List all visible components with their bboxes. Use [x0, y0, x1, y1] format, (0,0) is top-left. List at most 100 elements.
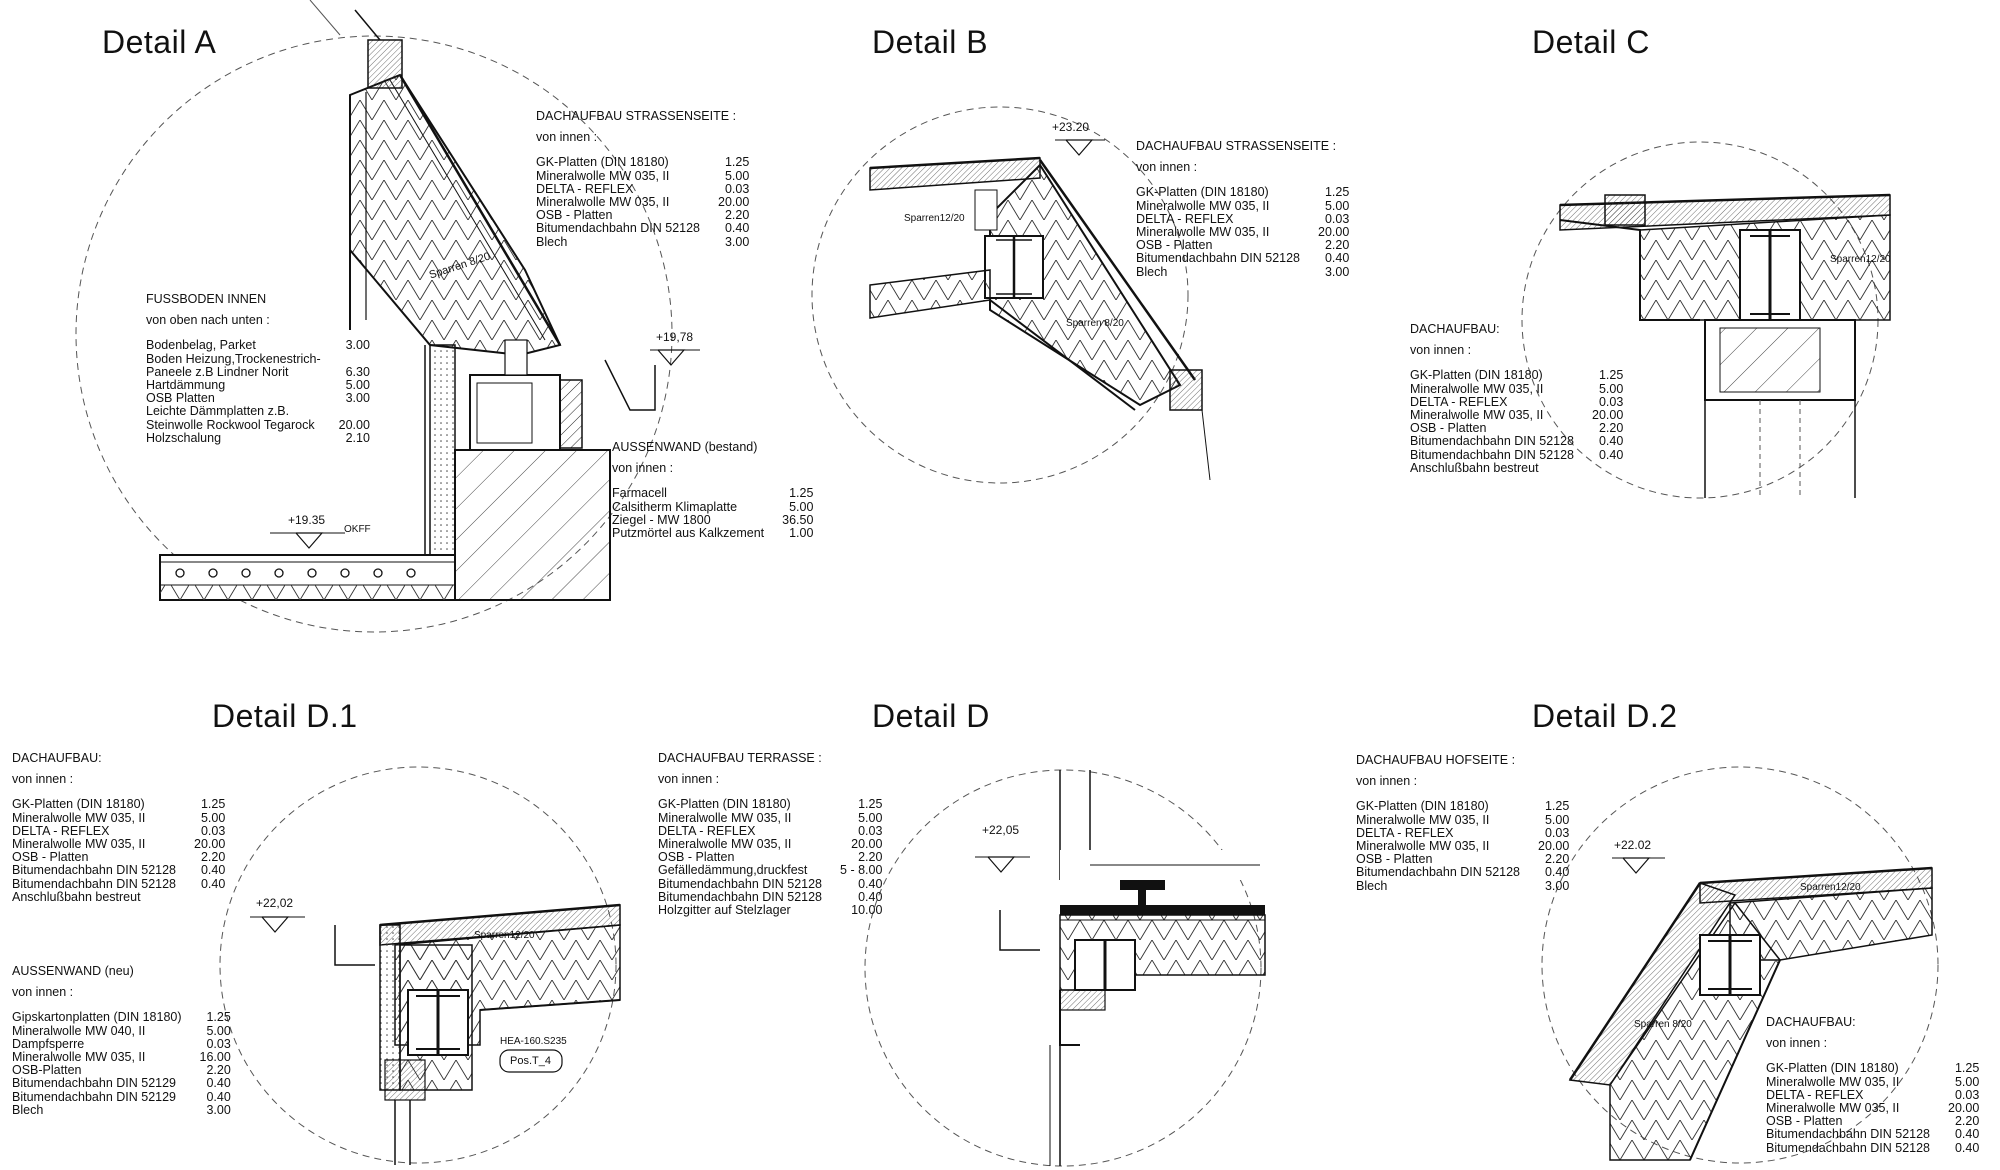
layer-thickness: 5.00: [1598, 381, 1624, 396]
layer-label: Bitumendachbahn DIN 52128: [1356, 865, 1521, 880]
layer-thickness: 0.03: [1954, 1087, 1980, 1102]
detail-d1-wall-legend: AUSSENWAND (neu)von innen :Gipskartonpla…: [12, 964, 231, 1117]
layer-thickness: 3.00: [1544, 878, 1570, 893]
layer-label: GK-Platten (DIN 18180): [1136, 185, 1269, 200]
legend-header: FUSSBODEN INNEN: [146, 292, 267, 306]
detail-d2-title: Detail D.2: [1532, 698, 1678, 734]
layer-label: OSB - Platten: [1766, 1114, 1843, 1129]
detail-a-roof-legend: DACHAUFBAU STRASSENSEITE :von innen :GK-…: [536, 109, 749, 249]
layer-label: OSB-Platten: [12, 1063, 82, 1078]
layer-label: Hartdämmung: [146, 378, 226, 393]
legend-subheader: von innen :: [12, 772, 74, 787]
detail-d-roof-legend: DACHAUFBAU TERRASSE :von innen :GK-Platt…: [658, 751, 882, 917]
layer-thickness: 5.00: [345, 378, 370, 393]
layer-thickness: 0.40: [1544, 865, 1570, 880]
layer-thickness: 0.40: [200, 863, 226, 878]
layer-thickness: 2.10: [345, 430, 370, 445]
legend-row: Paneele z.B Lindner Norit 6.30: [146, 364, 370, 379]
layer-thickness: 20.00: [1592, 408, 1624, 423]
layer-label: Anschlußbahn bestreut: [12, 889, 141, 904]
layer-label: Bitumendachbahn DIN 52129: [12, 1089, 177, 1104]
layer-thickness: 0.40: [1954, 1127, 1980, 1142]
layer-label: Bitumendachbahn DIN 52128: [1136, 251, 1301, 266]
layer-label: Mineralwolle MW 035, II: [1356, 839, 1490, 854]
layer-thickness: 1.25: [1598, 368, 1624, 383]
layer-label: Bitumendachbahn DIN 52128: [1766, 1140, 1931, 1155]
layer-label: Mineralwolle MW 035, II: [12, 837, 146, 852]
layer-thickness: 0.40: [206, 1089, 231, 1104]
layer-label: Mineralwolle MW 035, II: [658, 837, 792, 852]
layer-label: DELTA - REFLEX: [12, 823, 110, 838]
layer-label: Gipskartonplatten (DIN 18180): [12, 1010, 182, 1025]
layer-label: Mineralwolle MW 035, II: [536, 195, 670, 210]
layer-thickness: 1.25: [858, 797, 883, 812]
legend-row: GK-Platten (DIN 18180)1.25: [1410, 369, 1623, 382]
layer-thickness: 5.00: [200, 810, 226, 825]
layer-thickness: 2.20: [200, 850, 226, 865]
layer-thickness: 5.00: [1324, 198, 1350, 213]
layer-thickness: 0.40: [858, 876, 883, 891]
layer-thickness: [321, 405, 370, 418]
detail-c-drawing: [1521, 141, 1891, 499]
layer-label: Gefälledämmung,druckfest: [658, 863, 808, 878]
layer-label: Paneele z.B Lindner Norit: [146, 364, 289, 379]
layer-label: DELTA - REFLEX: [1356, 825, 1454, 840]
layer-thickness: 6.30: [345, 364, 370, 379]
detail-d2-circle: [1541, 766, 1939, 1164]
legend-row: OSB-Platten 2.20: [12, 1064, 231, 1077]
layer-label: OSB - Platten: [1136, 238, 1213, 253]
layer-thickness: 1.00: [789, 526, 814, 541]
layer-label: Mineralwolle MW 035, II: [536, 168, 670, 183]
layer-thickness: 0.03: [200, 823, 226, 838]
layer-thickness: 20.00: [338, 417, 370, 432]
legend-row: GK-Platten (DIN 18180)1.25: [1136, 186, 1349, 199]
layer-label: OSB - Platten: [12, 850, 89, 865]
legend-row: OSB - Platten 2.20: [12, 851, 225, 864]
layer-thickness: 1.25: [789, 486, 814, 501]
layer-thickness: 2.20: [206, 1063, 231, 1078]
layer-label: Bitumendachbahn DIN 52128: [1410, 434, 1575, 449]
layer-label: DELTA - REFLEX: [1766, 1087, 1864, 1102]
legend-header: AUSSENWAND (neu): [12, 964, 134, 978]
detail-d-drawing: [864, 769, 1266, 1167]
layer-thickness: 20.00: [851, 837, 883, 852]
legend-row: Gipskartonplatten (DIN 18180) 1.25: [12, 1011, 231, 1024]
detail-d2-level: +22.02: [1614, 838, 1652, 852]
layer-label: Mineralwolle MW 035, II: [12, 810, 146, 825]
layer-label: Mineralwolle MW 035, II: [12, 1050, 146, 1065]
legend-row: GK-Platten (DIN 18180)1.25: [1766, 1062, 1979, 1075]
layer-label: GK-Platten (DIN 18180): [658, 797, 791, 812]
layer-thickness: 1.25: [206, 1010, 231, 1025]
detail-d1-pos-label: Pos.T_4: [510, 1055, 551, 1067]
layer-label: OSB Platten: [146, 391, 215, 406]
layer-thickness: 5.00: [206, 1023, 231, 1038]
layer-thickness: 0.40: [724, 221, 750, 236]
layer-thickness: 2.20: [858, 850, 883, 865]
layer-label: Farmacell: [612, 486, 667, 501]
detail-d1-sparren: Sparren12/20: [474, 930, 535, 941]
legend-row: DELTA - REFLEX 0.03: [12, 823, 226, 838]
